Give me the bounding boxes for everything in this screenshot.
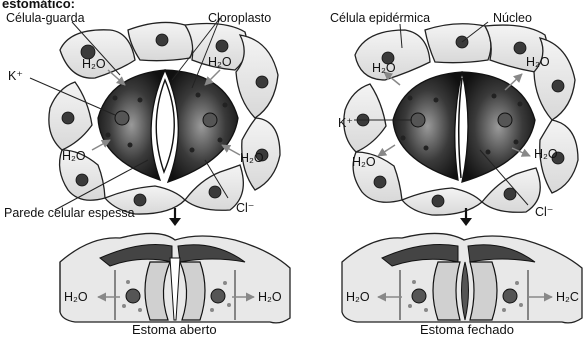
- caption-open: Estoma aberto: [132, 322, 217, 337]
- label-thick-wall: Parede celular espessa: [4, 206, 135, 220]
- cross-left-water-right: H₂O: [258, 290, 282, 304]
- label-chloride-left: Cl⁻: [236, 201, 254, 215]
- label-water-mid-left-right: H₂O: [352, 155, 376, 169]
- cross-right-water-right: H₂C: [556, 290, 579, 304]
- label-epidermal-cell: Célula epidérmica: [330, 11, 430, 25]
- label-water-top-right: H₂O: [208, 55, 232, 69]
- cross-right-water-left: H₂O: [346, 290, 370, 304]
- stomatal-pore: [156, 80, 174, 172]
- label-nucleus: Núcleo: [493, 11, 532, 25]
- label-water-top-left-right: H₂O: [372, 61, 396, 75]
- label-water-mid-left: H₂O: [62, 149, 86, 163]
- label-guard-cell: Célula-guarda: [6, 11, 85, 25]
- label-water-mid-right-right: H₂O: [534, 147, 558, 161]
- heading-fragment: estomático:: [2, 0, 75, 11]
- label-chloroplast: Cloroplasto: [208, 11, 271, 25]
- open-stoma-top-view: [30, 18, 280, 214]
- label-water-mid-right: H₂O: [240, 151, 264, 165]
- label-potassium-right: K⁺: [338, 116, 353, 130]
- open-stoma-cross-section: [60, 233, 290, 322]
- down-arrow-left: [169, 208, 181, 226]
- stomatal-pore-closed: [459, 78, 462, 178]
- label-water-top-left: H₂O: [82, 57, 106, 71]
- guard-cells-open: [98, 70, 238, 182]
- guard-cells-closed: [393, 72, 535, 182]
- label-water-top-right-right: H₂O: [526, 55, 550, 69]
- cross-left-water-left: H₂O: [64, 290, 88, 304]
- closed-stoma-cross-section: [342, 233, 582, 322]
- label-potassium-left: K⁺: [8, 69, 23, 83]
- caption-closed: Estoma fechado: [420, 322, 514, 337]
- label-chloride-right: Cl⁻: [535, 205, 553, 219]
- closed-stoma-top-view: [344, 22, 578, 215]
